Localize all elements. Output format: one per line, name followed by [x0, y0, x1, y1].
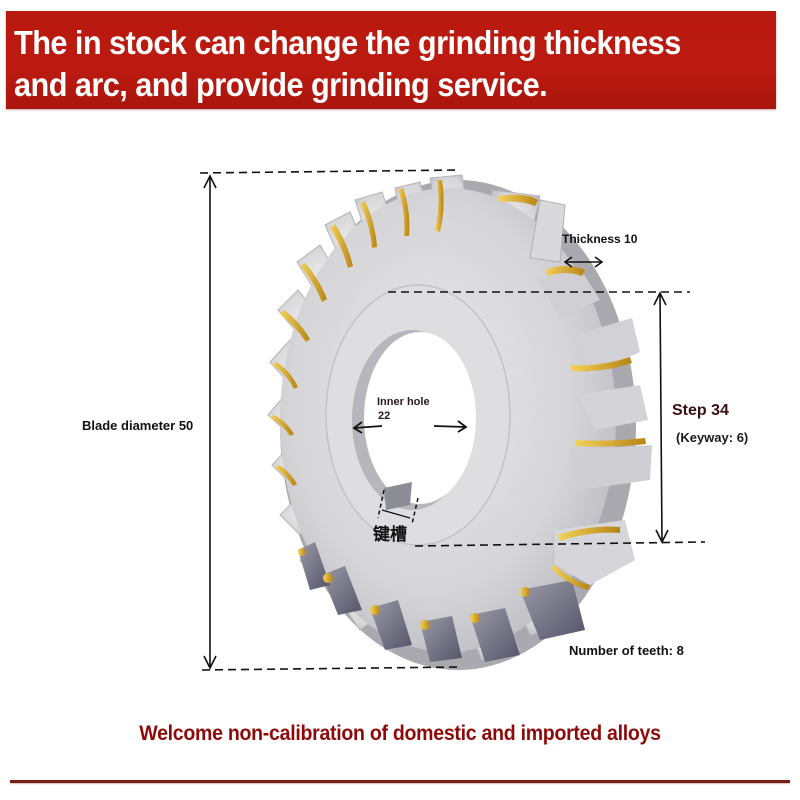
teeth-count-label: Number of teeth: 8 [569, 643, 684, 658]
step-label: Step 34 [672, 402, 729, 419]
inner-hole-label: Inner hole [377, 396, 430, 408]
header-line-1: The in stock can change the grinding thi… [14, 24, 681, 61]
dimension-inner-hole [352, 420, 468, 434]
footer-tagline: Welcome non-calibration of domestic and … [139, 722, 661, 745]
dimension-thickness [563, 256, 604, 268]
dimension-step [388, 291, 706, 547]
header-banner: The in stock can change the grinding thi… [6, 11, 776, 109]
keyway-label: (Keyway: 6) [676, 430, 749, 445]
keyway-notch [384, 482, 412, 510]
inner-hole-value: 22 [378, 410, 391, 422]
footer-divider [10, 780, 790, 783]
header-line-2: and arc, and provide grinding service. [14, 66, 548, 103]
keyway-cn-label: 键槽 [373, 525, 407, 544]
brazing-accents [270, 180, 646, 630]
thickness-label: Thickness 10 [562, 232, 638, 246]
blade-diameter-label: Blade diameter 50 [82, 418, 194, 433]
header-title: The in stock can change the grinding thi… [14, 22, 721, 106]
dimension-blade-diameter [199, 169, 461, 671]
